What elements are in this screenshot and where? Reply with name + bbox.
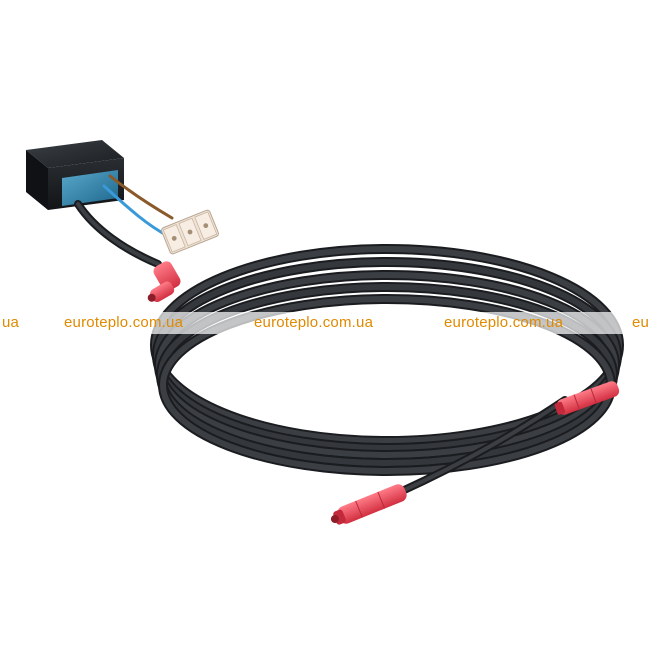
watermark-text: euroteplo.com.ua xyxy=(254,314,374,331)
connector-loose-end xyxy=(330,484,407,525)
power-unit-cable xyxy=(74,200,162,268)
watermark-edge-left: ua xyxy=(2,314,20,331)
wires xyxy=(102,174,174,238)
connector-coil-end xyxy=(554,381,620,415)
cable-coil xyxy=(150,244,624,476)
watermark-edge-right: eu xyxy=(632,314,650,331)
watermark-text: euroteplo.com.ua xyxy=(444,314,564,331)
cable-tail xyxy=(396,396,569,496)
angled-connector xyxy=(147,261,181,303)
terminal-block xyxy=(161,209,219,255)
watermark-text: euroteplo.com.ua xyxy=(64,314,184,331)
watermark-band xyxy=(0,312,650,334)
power-unit xyxy=(26,140,124,210)
